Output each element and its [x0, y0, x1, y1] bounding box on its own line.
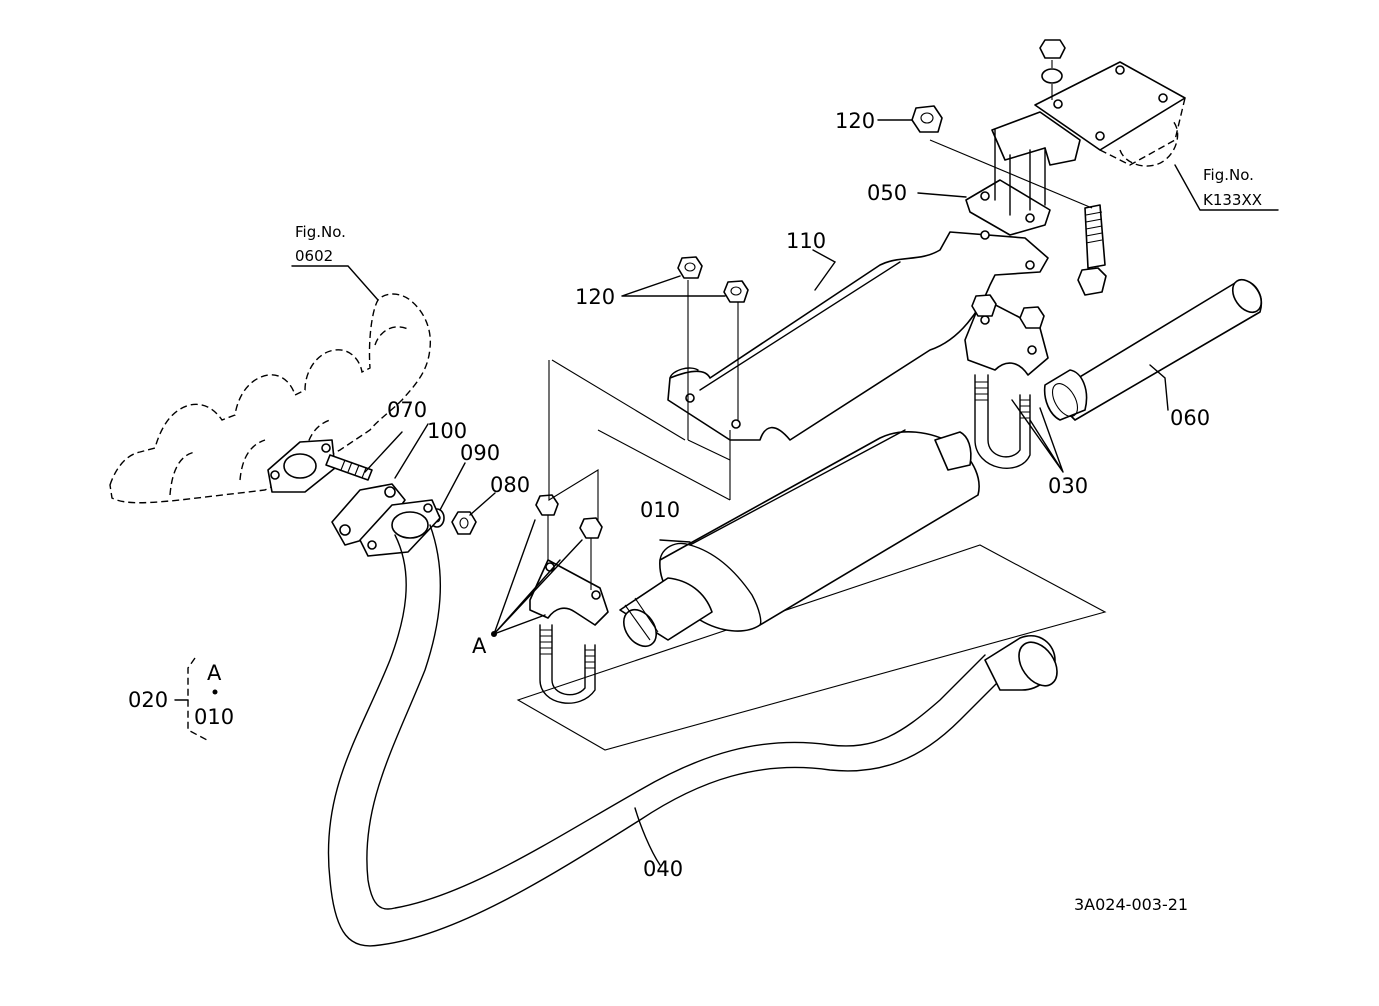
- label-060: 060: [1170, 406, 1210, 430]
- muffler-mounting-plane: [516, 544, 1107, 751]
- label-090: 090: [460, 441, 500, 465]
- clamp-a-front: [529, 494, 609, 704]
- nut-080: [451, 511, 477, 535]
- nut-120-shield-a: [677, 256, 703, 279]
- fig-ref-right: Fig.No. K133XX: [1203, 166, 1262, 209]
- label-030: 030: [1048, 474, 1088, 498]
- nut-top-plate: [1039, 39, 1066, 100]
- exhaust-manifold: [109, 293, 432, 504]
- label-100: 100: [427, 419, 467, 443]
- bolt-vertical: [929, 139, 1107, 296]
- fig-ref-right-title: Fig.No.: [1203, 166, 1254, 184]
- nut-120-top: [911, 105, 943, 133]
- label-070: 070: [387, 398, 427, 422]
- legend-020-bottom: 010: [194, 705, 234, 729]
- label-050: 050: [867, 181, 907, 205]
- legend-020-top: A: [207, 661, 222, 685]
- label-020: 020: [128, 688, 168, 712]
- label-point-a: A: [472, 634, 487, 658]
- bracket-050: [965, 111, 1081, 236]
- drawing-id: 3A024-003-21: [1074, 895, 1188, 914]
- exhaust-pipe-040: [327, 499, 1058, 947]
- label-010: 010: [640, 498, 680, 522]
- muffler-010: [619, 429, 980, 648]
- clamp-030-rear: [964, 294, 1049, 469]
- label-080: 080: [490, 473, 530, 497]
- fig-ref-left: Fig.No. 0602: [295, 223, 346, 265]
- gasket-100: [331, 483, 406, 546]
- leader-lines: [291, 119, 1279, 866]
- tail-pipe-060: [1043, 278, 1263, 421]
- label-120-top: 120: [835, 109, 875, 133]
- mounting-plate: [1034, 61, 1186, 167]
- fig-ref-left-number: 0602: [295, 247, 333, 265]
- label-120-mid: 120: [575, 285, 615, 309]
- stud-070: [325, 454, 373, 481]
- fig-ref-left-title: Fig.No.: [295, 223, 346, 241]
- fig-ref-right-number: K133XX: [1203, 191, 1262, 209]
- heat-shield-110: [548, 230, 1049, 520]
- legend-020-bracket: [174, 657, 218, 741]
- callout-labels: 120 050 110 120 060 030 070 100 090 080 …: [128, 109, 1210, 881]
- label-040: 040: [643, 857, 683, 881]
- nut-120-shield-b: [723, 280, 749, 303]
- label-110: 110: [786, 229, 826, 253]
